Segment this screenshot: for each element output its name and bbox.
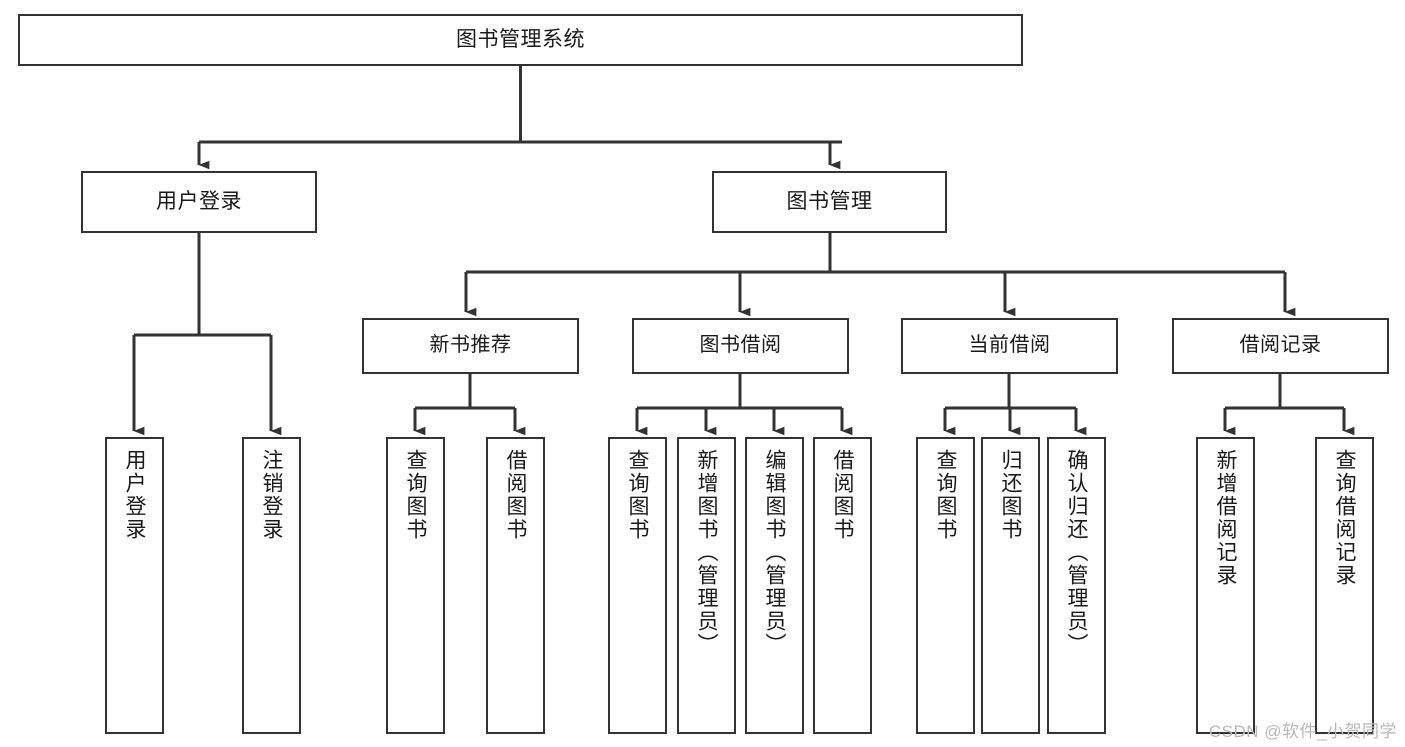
node-borrow-record[interactable]: 借阅记录 (1172, 318, 1389, 374)
node-leaf-query-book-2[interactable]: 查询图书 (608, 437, 667, 734)
node-leaf-logout-login[interactable]: 注销登录 (242, 437, 301, 734)
node-label: 新书推荐 (429, 334, 512, 357)
node-root-book-management-system[interactable]: 图书管理系统 (18, 14, 1023, 66)
node-label: 借阅记录 (1239, 334, 1322, 357)
node-label: 用户登录 (123, 449, 146, 541)
node-label: 图书管理 (786, 189, 873, 213)
node-leaf-return-book[interactable]: 归还图书 (981, 437, 1040, 734)
node-label: 确认归还（管理员） (1065, 449, 1088, 656)
node-label: 查询图书 (404, 449, 427, 541)
node-leaf-edit-book-admin[interactable]: 编辑图书（管理员） (745, 437, 804, 734)
node-leaf-user-login[interactable]: 用户登录 (105, 437, 164, 734)
node-new-book-recommend[interactable]: 新书推荐 (362, 318, 579, 374)
node-leaf-borrow-book-1[interactable]: 借阅图书 (486, 437, 545, 734)
node-label: 查询图书 (934, 449, 957, 541)
node-label: 借阅图书 (504, 449, 527, 541)
node-label: 注销登录 (260, 449, 283, 541)
node-book-borrow[interactable]: 图书借阅 (632, 318, 849, 374)
node-label: 新增借阅记录 (1214, 449, 1237, 587)
node-label: 归还图书 (999, 449, 1022, 541)
node-label: 新增图书（管理员） (695, 449, 718, 656)
node-leaf-confirm-return-admin[interactable]: 确认归还（管理员） (1047, 437, 1106, 734)
csdn-watermark: CSDN @软件_小贺同学 (1208, 722, 1397, 741)
node-label: 查询图书 (626, 449, 649, 541)
node-leaf-query-borrow-record[interactable]: 查询借阅记录 (1315, 437, 1374, 734)
node-label: 用户登录 (156, 189, 242, 213)
node-leaf-borrow-book-2[interactable]: 借阅图书 (813, 437, 872, 734)
node-user-login[interactable]: 用户登录 (81, 171, 317, 233)
node-label: 编辑图书（管理员） (763, 449, 786, 656)
node-leaf-query-book-3[interactable]: 查询图书 (916, 437, 975, 734)
node-label: 查询借阅记录 (1333, 449, 1356, 587)
node-book-management[interactable]: 图书管理 (712, 171, 947, 233)
node-label: 图书管理系统 (456, 27, 585, 51)
node-leaf-add-borrow-record[interactable]: 新增借阅记录 (1196, 437, 1255, 734)
node-label: 图书借阅 (699, 334, 782, 357)
node-leaf-query-book-1[interactable]: 查询图书 (386, 437, 445, 734)
node-label: 当前借阅 (968, 334, 1051, 357)
node-leaf-add-book-admin[interactable]: 新增图书（管理员） (677, 437, 736, 734)
node-label: 借阅图书 (831, 449, 854, 541)
node-current-borrow[interactable]: 当前借阅 (901, 318, 1118, 374)
